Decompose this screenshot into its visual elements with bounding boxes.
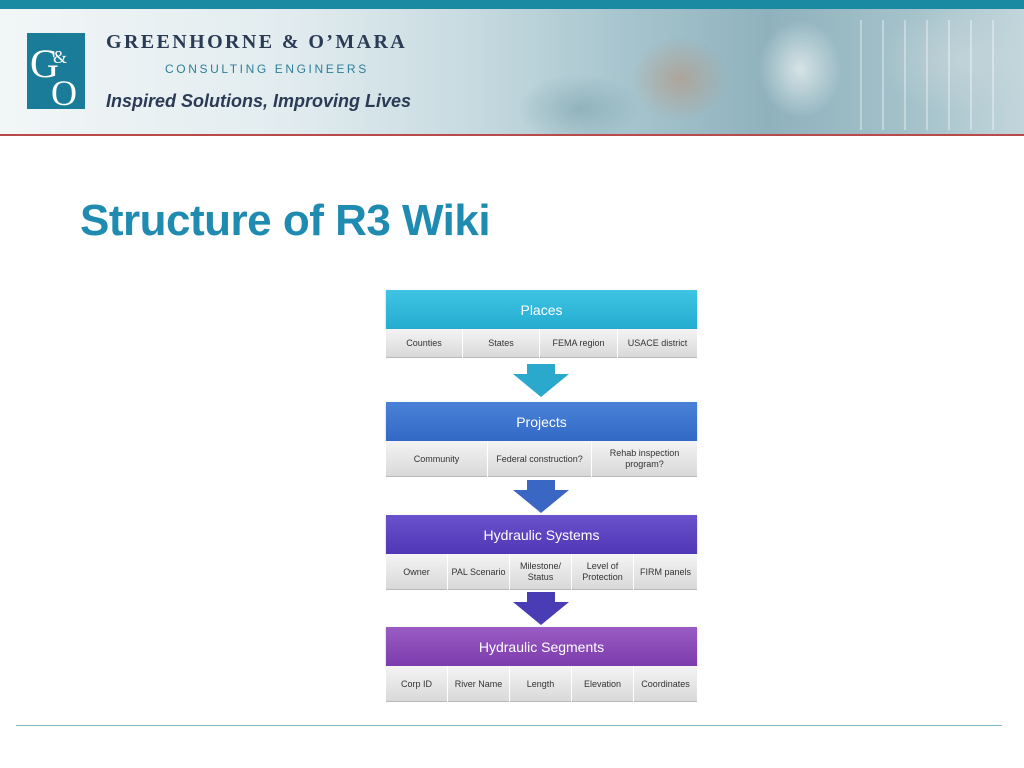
svg-text:O: O xyxy=(51,73,77,109)
company-tagline: Inspired Solutions, Improving Lives xyxy=(106,91,412,111)
item-milestone-status: Milestone/ Status xyxy=(510,554,572,590)
arrow-down-icon xyxy=(513,364,569,397)
banner-photo-detail xyxy=(860,20,1010,130)
wiki-structure-diagram: Places Counties States FEMA region USACE… xyxy=(386,290,697,702)
item-length: Length xyxy=(510,666,572,702)
item-usace-district: USACE district xyxy=(618,329,697,358)
item-states: States xyxy=(463,329,540,358)
svg-text:&: & xyxy=(53,47,67,67)
level-projects-header: Projects xyxy=(386,402,697,441)
item-federal-construction: Federal construction? xyxy=(488,441,592,477)
item-counties: Counties xyxy=(386,329,463,358)
level-projects-title: Projects xyxy=(516,413,567,430)
level-hydraulic-segments-items: Corp ID River Name Length Elevation Coor… xyxy=(386,666,697,702)
item-firm-panels: FIRM panels xyxy=(634,554,697,590)
slide-title: Structure of R3 Wiki xyxy=(80,196,491,245)
item-rehab-inspection-program: Rehab inspection program? xyxy=(592,441,697,477)
item-fema-region: FEMA region xyxy=(540,329,618,358)
arrow-down-icon xyxy=(513,480,569,513)
level-hydraulic-systems-header: Hydraulic Systems xyxy=(386,515,697,554)
level-hydraulic-systems-title: Hydraulic Systems xyxy=(483,526,600,543)
level-hydraulic-segments-header: Hydraulic Segments xyxy=(386,627,697,666)
item-level-of-protection: Level of Protection xyxy=(572,554,634,590)
arrow-down-icon xyxy=(513,592,569,625)
banner-bottom-line xyxy=(0,134,1024,136)
item-river-name: River Name xyxy=(448,666,510,702)
footer-divider xyxy=(16,725,1002,726)
svg-text:G: G xyxy=(30,41,59,86)
item-pal-scenario: PAL Scenario xyxy=(448,554,510,590)
level-places-title: Places xyxy=(520,301,563,318)
company-subtitle: CONSULTING ENGINEERS xyxy=(165,62,369,76)
company-name: GREENHORNE & O’MARA xyxy=(106,31,408,53)
level-places-header: Places xyxy=(386,290,697,329)
level-hydraulic-segments-title: Hydraulic Segments xyxy=(478,638,605,655)
level-places-items: Counties States FEMA region USACE distri… xyxy=(386,329,697,358)
level-hydraulic-systems-items: Owner PAL Scenario Milestone/ Status Lev… xyxy=(386,554,697,590)
level-projects-items: Community Federal construction? Rehab in… xyxy=(386,441,697,477)
banner-top-stripe xyxy=(0,0,1024,9)
header-banner: G & O GREENHORNE & O’MARA CONSULTING ENG… xyxy=(0,0,1024,136)
item-community: Community xyxy=(386,441,488,477)
item-coordinates: Coordinates xyxy=(634,666,697,702)
logo-monogram-icon: G & O xyxy=(30,41,77,109)
banner-photo xyxy=(480,9,1024,134)
item-corp-id: Corp ID xyxy=(386,666,448,702)
item-elevation: Elevation xyxy=(572,666,634,702)
company-logo: G & O xyxy=(27,33,85,109)
item-owner: Owner xyxy=(386,554,448,590)
